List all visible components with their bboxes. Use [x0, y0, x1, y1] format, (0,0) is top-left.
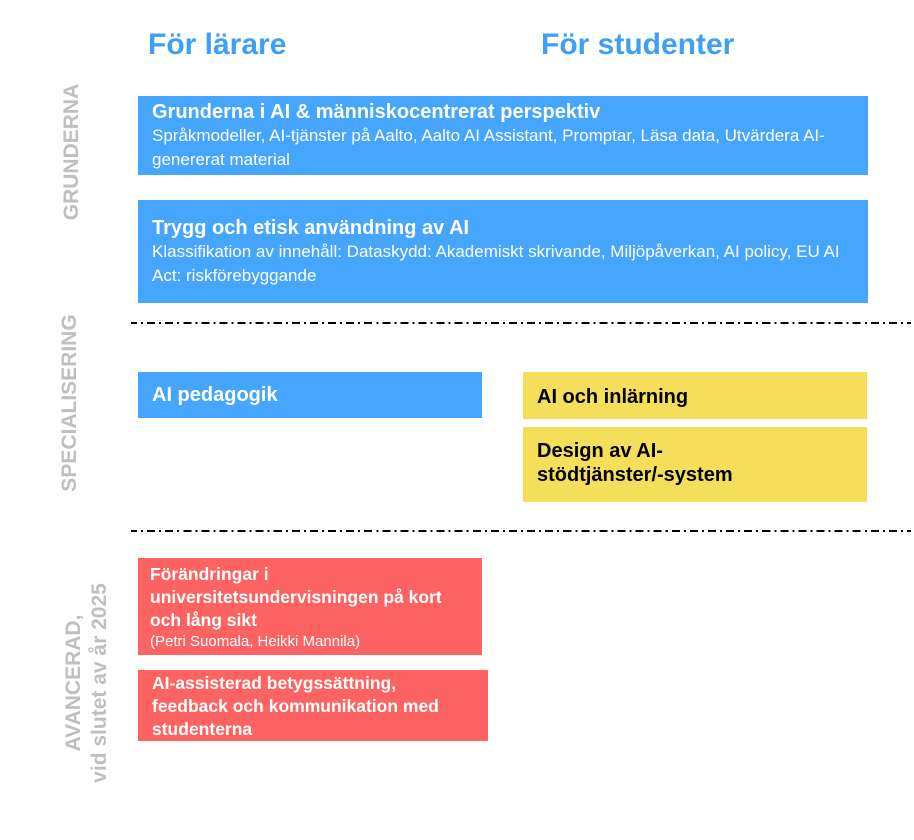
- level-label-basics: GRUNDERNA: [60, 83, 83, 221]
- course-title: Grunderna i AI & människocentrerat persp…: [152, 101, 601, 123]
- course-title: Förändringar i universitetsundervisninge…: [150, 564, 442, 630]
- advanced-line2: vid slutet av år 2025: [88, 583, 111, 783]
- course-desc: Klassifikation av innehåll: Dataskydd: A…: [152, 242, 840, 285]
- course-title: AI pedagogik: [152, 384, 278, 406]
- level-label-advanced: AVANCERAD,vid slutet av år 2025: [61, 583, 113, 783]
- course-title: AI och inlärning: [537, 386, 689, 408]
- course-box-ai-pedagogy[interactable]: AI pedagogik: [138, 372, 482, 418]
- course-box-ai-learning[interactable]: AI och inlärning: [523, 372, 867, 419]
- column-header-students: För studenter: [541, 28, 735, 61]
- course-title: Trygg och etisk användning av AI: [152, 217, 470, 239]
- advanced-line1: AVANCERAD,: [62, 614, 85, 752]
- course-desc: Språkmodeller, AI-tjänster på Aalto, Aal…: [152, 126, 825, 169]
- level-divider: [131, 322, 911, 324]
- course-box-ai-design[interactable]: Design av AI-stödtjänster/-system: [523, 427, 867, 502]
- course-box-basics[interactable]: Grunderna i AI & människocentrerat persp…: [138, 96, 868, 175]
- course-box-ai-grading[interactable]: AI-assisterad betygssättning, feedback o…: [138, 670, 488, 741]
- course-box-changes[interactable]: Förändringar i universitetsundervisninge…: [138, 558, 482, 655]
- course-title: Design av AI-stödtjänster/-system: [537, 440, 733, 486]
- course-title: AI-assisterad betygssättning, feedback o…: [152, 673, 439, 739]
- level-divider: [131, 530, 911, 532]
- course-box-ethics[interactable]: Trygg och etisk användning av AI Klassif…: [138, 200, 868, 303]
- level-label-specialization: SPECIALISERING: [58, 314, 81, 492]
- column-header-teachers: För lärare: [148, 28, 287, 61]
- course-authors: (Petri Suomala, Heikki Mannila): [150, 633, 361, 650]
